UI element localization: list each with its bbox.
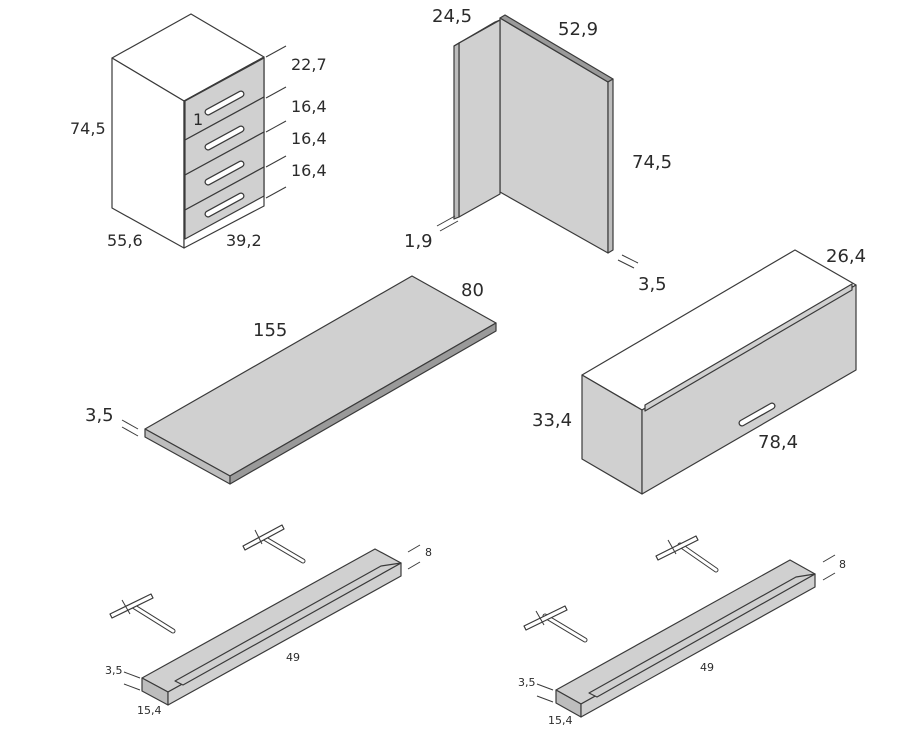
- shelf-left-bracket-upper: [242, 524, 306, 564]
- shelf-right-tick-c: [536, 683, 554, 691]
- side-panel-depth-label: 24,5: [432, 6, 472, 27]
- shelf-right-depth-label: 15,4: [548, 714, 573, 727]
- shelf-right-lip: [588, 573, 816, 698]
- shelf-left-tick-a: [407, 544, 421, 553]
- desk-tick-b: [121, 426, 139, 437]
- dresser: 74,5 55,6 39,2 22,7 16,4 16,4 16,4 1: [70, 13, 327, 250]
- shelf-right-tick-b: [822, 572, 836, 581]
- desk-length-label: 155: [253, 320, 287, 341]
- shelf-right-length-label: 49: [700, 661, 714, 674]
- shelf-left-front: [167, 562, 402, 706]
- shelf-left-thickness-label: 3,5: [105, 664, 123, 677]
- wall-cabinet: 26,4 33,4 78,4: [532, 246, 866, 495]
- shelf-left-tick-b: [407, 561, 421, 570]
- dresser-drawer-3-label: 16,4: [291, 129, 327, 148]
- dresser-handles: [204, 90, 245, 218]
- desk-depth-label: 80: [461, 280, 484, 301]
- side-panel-right-thickness-label: 3,5: [638, 274, 667, 295]
- wall-cabinet-depth-label: 26,4: [826, 246, 866, 267]
- shelf-right-height-label: 8: [839, 558, 846, 571]
- side-panel-back: [499, 17, 609, 254]
- shelf-left-tick-c: [123, 671, 141, 679]
- side-panel-width-label: 52,9: [558, 19, 598, 40]
- shelf-left-bracket-lower: [109, 593, 176, 634]
- desk-thickness-label: 3,5: [85, 405, 114, 426]
- dresser-height-label: 74,5: [70, 119, 106, 138]
- shelf-right-top: [555, 559, 816, 705]
- side-panel-left-thickness-label: 1,9: [404, 231, 433, 252]
- side-panel-left-edge: [453, 42, 460, 220]
- side-panel-back-end: [607, 78, 614, 254]
- side-panel-left: [458, 19, 501, 218]
- dresser-width-label: 39,2: [226, 231, 262, 250]
- side-panel-left-top: [453, 19, 501, 47]
- side-panel-tick-a: [436, 215, 456, 227]
- shelf-right-thickness-label: 3,5: [518, 676, 536, 689]
- shelf-right-tick-d: [536, 695, 554, 703]
- shelf-right-bracket-upper: [655, 535, 719, 573]
- side-panel-height-label: 74,5: [632, 152, 672, 173]
- shelf-right-bracket-lower: [523, 605, 588, 643]
- desk-top: 155 80 3,5: [85, 275, 497, 485]
- shelf-left: 8 49 3,5 15,4: [105, 524, 432, 717]
- shelf-left-length-label: 49: [286, 651, 300, 664]
- wall-cabinet-width-label: 78,4: [758, 432, 798, 453]
- wall-cabinet-lip: [644, 283, 853, 412]
- dresser-drawer-4-label: 16,4: [291, 161, 327, 180]
- shelf-right: 8 49 3,5 15,4: [518, 535, 846, 727]
- shelf-left-tick-d: [123, 683, 141, 691]
- dresser-leaders: [265, 45, 287, 199]
- desk-tick-a: [121, 419, 139, 430]
- side-panel-tick-c: [617, 259, 635, 269]
- side-panel: 24,5 52,9 74,5 1,9 3,5: [404, 6, 672, 295]
- side-panel-tick-b: [439, 220, 459, 232]
- shelf-left-depth-label: 15,4: [137, 704, 162, 717]
- desk-top-surface: [144, 275, 497, 477]
- shelf-right-tick-a: [822, 554, 836, 563]
- dresser-drawer-top-label: 22,7: [291, 55, 327, 74]
- desk-top-side-edge: [229, 322, 497, 485]
- wall-cabinet-height-label: 33,4: [532, 410, 572, 431]
- wall-cabinet-handle: [739, 403, 775, 426]
- dresser-drawer-2-label: 16,4: [291, 97, 327, 116]
- dresser-depth-label: 55,6: [107, 231, 143, 250]
- side-panel-tick-d: [621, 254, 639, 264]
- shelf-left-lip: [174, 562, 402, 686]
- dresser-item-number: 1: [193, 110, 203, 129]
- shelf-right-front: [580, 573, 816, 718]
- shelf-left-top: [141, 548, 402, 693]
- shelf-left-height-label: 8: [425, 546, 432, 559]
